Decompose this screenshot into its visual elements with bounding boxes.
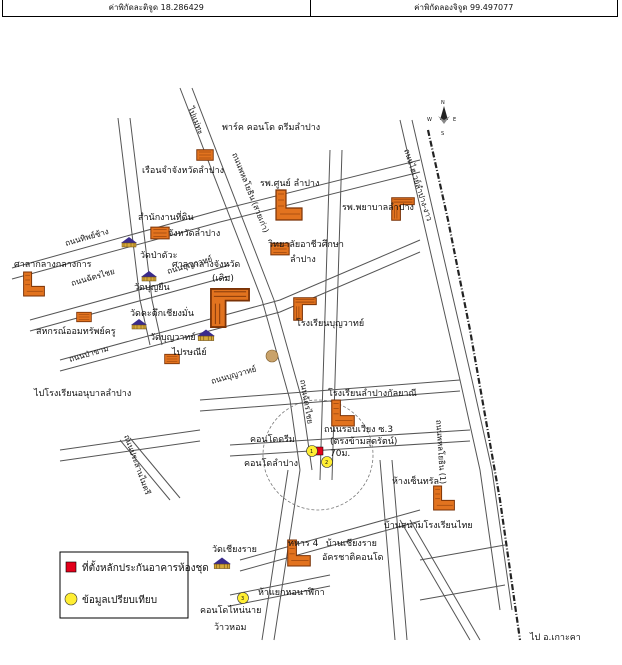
building-land-office <box>150 226 170 240</box>
label-anubarn-school: ไปโรงเรียนอนุบาลลำปาง <box>33 388 131 399</box>
road-junction <box>229 574 331 607</box>
compass-w: W <box>427 117 432 123</box>
temple-icon <box>212 557 232 569</box>
svg-text:1: 1 <box>310 449 313 455</box>
road-phahonyothin-old <box>179 87 275 301</box>
road-chiangrai <box>239 509 421 572</box>
label-wat-boon-yuen: วัดบุญยืน <box>134 282 170 293</box>
railway <box>426 129 522 641</box>
compass-n: N <box>441 100 445 106</box>
label-park-condo: พาร์ค คอนโด ดรีมลำปาง <box>222 121 320 133</box>
label-hospital-center: รพ.ศูนย์ ลำปาง <box>260 177 319 189</box>
road-around-city <box>229 429 471 457</box>
road-network <box>11 87 522 641</box>
road-label-r5: ถนนทิพย์ช้าง <box>64 226 110 248</box>
compass-north-arrow <box>440 106 448 120</box>
label-post-office: ไปรษณีย์ <box>171 346 207 358</box>
road-label-r1: ไปแม่ทะ <box>186 104 206 135</box>
compass-e: E <box>453 117 456 123</box>
temple-icon <box>140 270 158 282</box>
svg-text:2: 2 <box>325 460 328 466</box>
road-west-lower <box>59 429 201 462</box>
road-label-r10: ถนนฉัตรไชย <box>298 379 315 425</box>
label-old-city-hall-2: (เดิม) <box>212 273 234 284</box>
label-house-4: บ้านเชียงราย <box>326 538 377 549</box>
label-big-c-2: บ้านสนามโรงเรียนไทย <box>384 520 473 531</box>
label-boonyawat-school: โรงเรียนบุญวาทย์ <box>296 317 364 329</box>
label-wat-boon-wat: วัดบุญวาทย์ <box>150 331 196 343</box>
building-gov-center <box>23 271 45 297</box>
building-big-c <box>433 485 455 511</box>
legend-subject-swatch <box>65 561 77 573</box>
building-lampang-school <box>331 399 355 427</box>
building-prison <box>196 149 214 161</box>
temple-icon <box>196 329 216 341</box>
building-coop <box>76 311 92 323</box>
label-condo-dream: คอนโดดรีม <box>250 434 295 445</box>
compass-s: S <box>441 131 444 137</box>
road-se-vertical <box>379 459 408 641</box>
legend: ที่ตั้งหลักประกันอาคารห้องชุด ข้อมูลเปรี… <box>59 551 209 619</box>
monument-icon <box>265 349 279 363</box>
radius-circle <box>262 399 374 511</box>
label-prison: เรือนจำจังหวัดลำปาง <box>142 165 224 176</box>
svg-text:3: 3 <box>241 596 244 602</box>
label-junction: ห้าแยกหอนาฬิกา <box>258 587 325 598</box>
road-phahonyothin-1 <box>399 119 513 611</box>
label-land-office-2: จังหวัดลำปาง <box>168 228 220 239</box>
label-to-ko-kha: ไป อ.เกาะคา <box>529 632 581 643</box>
label-gov-center: ศาลากลางกลางการ <box>14 260 92 270</box>
label-road-soi3-b: (ตรงข้ามสุดรัตน์) <box>330 435 397 447</box>
road-label-r11: ถนนพหลโยธิน (1) <box>434 419 448 484</box>
road-se-grid-2 <box>419 544 506 601</box>
place-labels: พาร์ค คอนโด ดรีมลำปาง เรือนจำจังหวัดลำปา… <box>14 121 581 643</box>
legend-comparable-swatch <box>64 592 78 606</box>
compass-rose-icon <box>438 116 450 124</box>
comparable-marker-1: 1 <box>306 445 318 457</box>
label-coop: สหกรณ์ออมทรัพย์ครู <box>36 325 116 337</box>
road-chatchai <box>29 264 231 332</box>
latitude-cell: ค่าพิกัดละติจูด 18.286429 <box>108 3 204 12</box>
label-wat-mon: ว้าวหอม <box>214 622 246 633</box>
label-condo-near: คอนโดไหน่นาย <box>200 605 261 616</box>
temple-icon <box>120 236 138 248</box>
label-road-soi3: ถนนรอบเวียง ซ.3 <box>324 424 393 435</box>
label-wat-kha-chiang: วัดคะตึกเชียงมั่น <box>130 306 194 319</box>
label-lampang-school: โรงเรียนลำปางกัลยาณี <box>328 388 417 399</box>
road-west-vertical <box>117 117 163 346</box>
label-wat-chiang-rai: วัดเชียงราย <box>212 544 257 555</box>
label-nursing-college-2: ลำปาง <box>290 254 316 265</box>
label-house-4b: อัครชาติคอนโด <box>322 552 384 563</box>
road-tipchang <box>11 209 221 280</box>
comparable-marker-3: 3 <box>237 592 249 604</box>
road-boonyawat <box>59 239 421 372</box>
coordinates-table: ค่าพิกัดละติจูด 18.286429 ค่าพิกัดลองจิจ… <box>2 0 618 17</box>
road-label-r6: ถนนฉัตรไชย <box>70 267 116 288</box>
road-se-grid-1 <box>399 519 481 641</box>
road-label-r2: ถนนพหลโยธิน (สายเก่า) <box>230 151 271 234</box>
road-label-r3: ถนนป่าขาม <box>68 344 110 364</box>
label-old-city-hall: ศาลากลางจังหวัด <box>172 260 240 270</box>
road-north-link <box>219 159 421 223</box>
legend-subject-label: ที่ตั้งหลักประกันอาคารห้องชุด <box>82 560 209 574</box>
road-label-r9: ถนนประสานไมตรี <box>122 434 152 497</box>
label-hospital-payap: รพ.พยาบาลลำปาง <box>342 202 414 213</box>
building-boonyawat-school <box>293 297 317 321</box>
label-condo-lampang: คอนโดลำปาง <box>244 458 298 469</box>
label-land-office: สำนักงานที่ดิน <box>138 210 194 223</box>
compass: N S E W <box>427 100 456 137</box>
label-nursing-college: วิทยาลัยอาชีวศึกษา <box>268 239 344 250</box>
label-distance: 70ม. <box>330 449 350 459</box>
road-south-main <box>261 469 301 641</box>
label-wat-pa-kham: วัดป่าดัวะ <box>140 251 178 261</box>
longitude-cell: ค่าพิกัดลองจิจูด 99.497077 <box>309 0 618 16</box>
comparable-marker-2: 2 <box>321 456 333 468</box>
road-label-r7: ถนนบุญวาทย์ <box>210 363 258 385</box>
label-big-c: ห้างเซ็นทรัล <box>392 474 439 487</box>
legend-comparable-label: ข้อมูลเปรียบเทียบ <box>82 594 157 606</box>
road-prasan <box>119 437 181 501</box>
legend-box <box>59 551 189 619</box>
label-house-4c: ทหาร 4 <box>288 539 319 549</box>
